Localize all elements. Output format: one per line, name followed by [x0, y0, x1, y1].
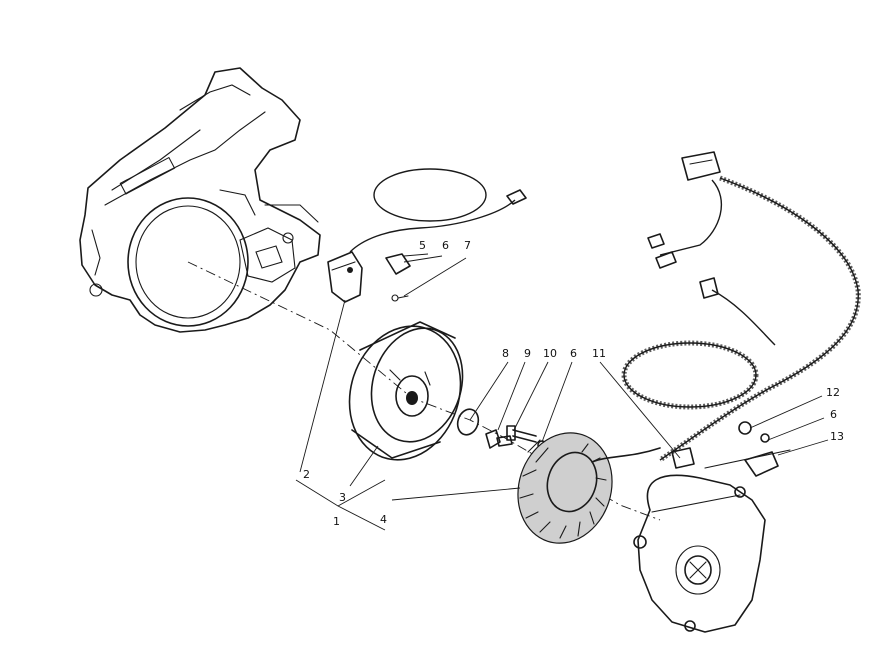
flywheel-rotor	[348, 321, 464, 461]
leader-lines	[295, 253, 829, 531]
callout-6-b: 6	[570, 347, 577, 360]
callout-1: 1	[333, 515, 340, 528]
callout-10: 10	[543, 347, 557, 360]
stator-cover	[633, 474, 766, 633]
callout-5: 5	[419, 239, 426, 252]
crankcase-housing	[79, 67, 321, 333]
stator	[517, 432, 661, 544]
callout-9: 9	[524, 347, 531, 360]
pickup-coil	[327, 168, 527, 303]
callout-11: 11	[592, 347, 606, 360]
wire-harness	[621, 151, 861, 477]
callout-7: 7	[464, 239, 471, 252]
callout-labels: 5 6 7 8 9 10 6 11 12 6 13 2 3 1 4	[303, 239, 844, 528]
callout-4: 4	[380, 513, 387, 526]
callout-2: 2	[303, 468, 310, 481]
callout-13: 13	[830, 430, 844, 443]
callout-6-c: 6	[830, 408, 837, 421]
callout-3: 3	[339, 491, 346, 504]
callout-8: 8	[502, 347, 509, 360]
callout-6: 6	[442, 239, 449, 252]
callout-12: 12	[826, 386, 840, 399]
hardware-set	[456, 408, 547, 450]
